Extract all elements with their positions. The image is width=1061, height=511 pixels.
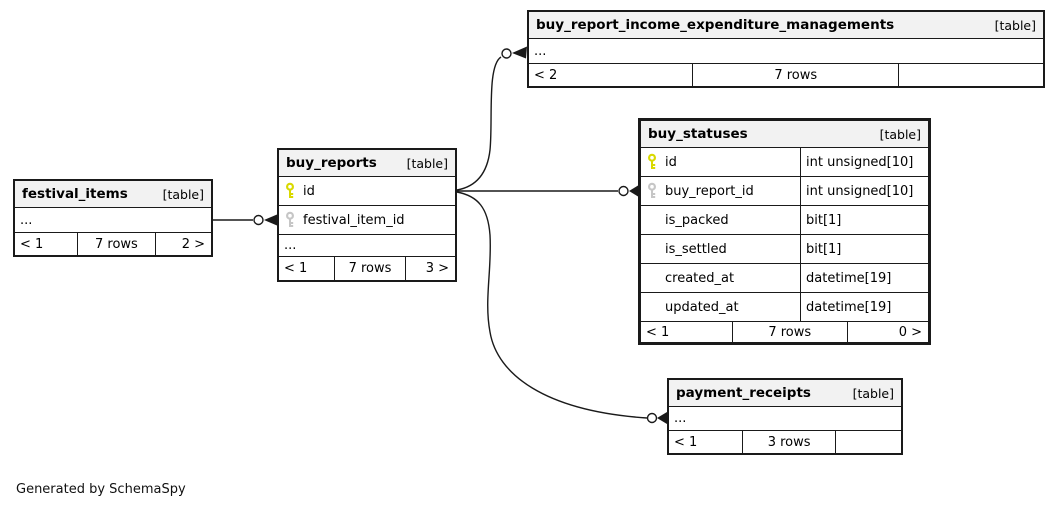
related-in-count: < 1 [669,431,744,453]
foreign-key-icon [647,182,658,200]
table-header: festival_items [table] [15,181,211,208]
column-type: int unsigned[10] [800,148,928,176]
foreign-key-icon [285,211,296,229]
table-footer: < 1 7 rows 3 > [279,257,455,280]
related-out-count: 2 > [181,236,205,252]
primary-key-icon [647,153,658,171]
generated-by-label: Generated by SchemaSpy [16,482,186,497]
table-footer: < 2 7 rows [529,64,1043,86]
edge-festival_items-buy_reports [213,214,277,226]
edge-buy_reports-payment_receipts [456,191,667,424]
related-out-count: 3 > [425,261,449,276]
related-in-count: < 1 [641,322,733,342]
column-row-ellipsis: ... [15,208,211,233]
column-type: datetime[19] [800,293,928,321]
table-footer: < 1 7 rows 2 > [15,233,211,255]
related-in-count: < 1 [279,257,336,280]
column-row: created_at datetime[19] [641,264,928,293]
column-name: id [665,154,677,170]
table-tag: [table] [406,155,448,171]
table-tag: [table] [852,385,894,401]
column-name: buy_report_id [665,183,754,199]
edge-buy_reports-buy_statuses [457,185,638,197]
table-buy_report_income_expenditure_managements[interactable]: buy_report_income_expenditure_management… [527,10,1045,88]
column-type: bit[1] [800,235,928,263]
table-tag: [table] [879,126,921,142]
table-header: buy_report_income_expenditure_management… [529,12,1043,39]
column-row: updated_at datetime[19] [641,293,928,322]
column-name: festival_item_id [303,212,405,228]
table-header: payment_receipts [table] [669,380,901,407]
edge-buy_reports-buy_report_income_expenditure_managements [456,46,527,191]
table-header: buy_reports [table] [279,150,455,177]
related-out-count [899,64,1043,86]
table-festival_items[interactable]: festival_items [table] ... < 1 7 rows 2 … [13,179,213,257]
column-row: is_packed bit[1] [641,206,928,235]
table-title[interactable]: buy_reports [286,155,377,171]
column-row: is_settled bit[1] [641,235,928,264]
column-row: id int unsigned[10] [641,148,928,177]
column-type: bit[1] [800,206,928,234]
table-payment_receipts[interactable]: payment_receipts [table] ... < 1 3 rows [667,378,903,455]
table-footer: < 1 7 rows 0 > [641,322,928,342]
column-row-ellipsis: ... [279,235,455,257]
column-name: created_at [665,270,735,286]
column-type: int unsigned[10] [800,177,928,205]
table-tag: [table] [994,17,1036,33]
related-in-count: < 1 [15,233,78,255]
column-row: festival_item_id [279,206,455,235]
column-row: buy_report_id int unsigned[10] [641,177,928,206]
column-name: id [303,183,315,199]
related-out-count [836,431,901,453]
table-header: buy_statuses [table] [641,121,928,148]
column-type: datetime[19] [800,264,928,292]
related-in-count: < 2 [529,64,694,86]
table-footer: < 1 3 rows [669,431,901,453]
row-count: 7 rows [733,322,848,342]
table-title[interactable]: payment_receipts [676,385,811,401]
column-name: is_settled [665,241,727,257]
primary-key-icon [285,182,296,200]
table-title[interactable]: buy_report_income_expenditure_management… [536,17,895,33]
row-count: 7 rows [693,64,900,86]
table-title[interactable]: buy_statuses [648,126,748,142]
table-tag: [table] [162,186,204,202]
column-name: is_packed [665,212,729,228]
column-row-ellipsis: ... [529,39,1043,64]
related-out-count: 0 > [898,324,922,340]
column-name: updated_at [665,299,739,315]
table-buy_statuses[interactable]: buy_statuses [table] id int unsigned[10]… [638,118,931,345]
table-title[interactable]: festival_items [22,186,128,202]
row-count: 7 rows [335,257,406,280]
row-count: 7 rows [78,233,157,255]
row-count: 3 rows [743,431,837,453]
column-row-ellipsis: ... [669,407,901,431]
column-row: id [279,177,455,206]
table-buy_reports[interactable]: buy_reports [table] id festival_item_id … [277,148,457,282]
